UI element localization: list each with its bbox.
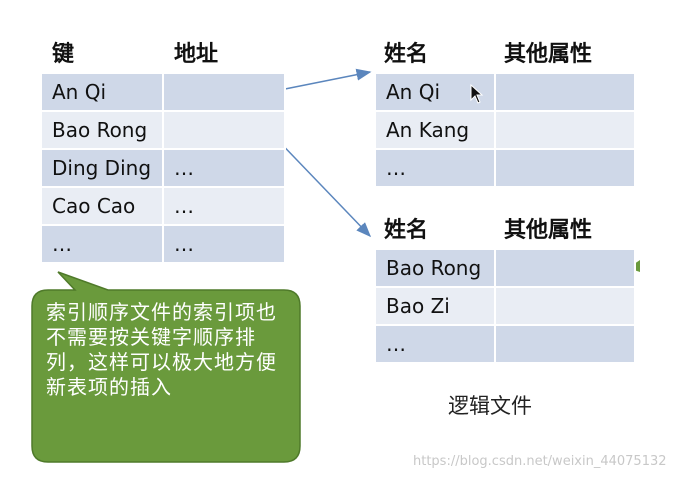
name-cell: Bao Rong xyxy=(374,248,496,288)
logical-table-1-header-name: 姓名 xyxy=(384,42,429,67)
table-row: An Kang xyxy=(374,110,636,150)
table-row: Bao Rong xyxy=(374,248,636,288)
callout-bubble xyxy=(31,271,301,463)
table-row: Bao Zi xyxy=(374,286,636,326)
attrs-cell xyxy=(494,148,636,188)
index-header-key: 键 xyxy=(52,42,75,67)
logical-table-2-header-name: 姓名 xyxy=(384,218,429,243)
table-row: Bao Rong xyxy=(40,110,286,150)
attrs-cell xyxy=(494,286,636,326)
pointer-arrow-anqi xyxy=(269,68,372,93)
attrs-cell xyxy=(494,110,636,150)
pointer-arrow-baorong xyxy=(269,131,372,238)
table-row: An Qi xyxy=(40,72,286,112)
callout-text: 索引顺序文件的索引项也不需要按关键字顺序排列，这样可以极大地方便新表项的插入 xyxy=(46,300,277,399)
table-row: … xyxy=(374,324,636,364)
logical-file-caption: 逻辑文件 xyxy=(448,394,532,418)
index-key-cell: Cao Cao xyxy=(40,186,164,226)
watermark: https://blog.csdn.net/weixin_44075132 xyxy=(413,454,667,469)
index-address-cell xyxy=(162,110,286,150)
index-key-cell: An Qi xyxy=(40,72,164,112)
index-table: An Qi Bao Rong Ding Ding … Cao Cao … … … xyxy=(40,72,286,264)
index-key-cell: Ding Ding xyxy=(40,148,164,188)
table-row: … xyxy=(374,148,636,188)
table-row: … … xyxy=(40,224,286,264)
logical-table-2: Bao Rong Bao Zi … xyxy=(374,248,636,364)
name-cell: Bao Zi xyxy=(374,286,496,326)
table-row: An Qi xyxy=(374,72,636,112)
index-address-cell: … xyxy=(162,148,286,188)
index-address-cell: … xyxy=(162,186,286,226)
table-row: Ding Ding … xyxy=(40,148,286,188)
mouse-cursor-icon xyxy=(470,84,484,104)
attrs-cell xyxy=(494,248,636,288)
name-cell: … xyxy=(374,324,496,364)
attrs-cell xyxy=(494,72,636,112)
table-row: Cao Cao … xyxy=(40,186,286,226)
name-cell: An Kang xyxy=(374,110,496,150)
logical-table-2-header-attrs: 其他属性 xyxy=(504,218,593,243)
index-key-cell: … xyxy=(40,224,164,264)
attrs-cell xyxy=(494,324,636,364)
index-header-address: 地址 xyxy=(174,42,219,67)
logical-table-1-header-attrs: 其他属性 xyxy=(504,42,593,67)
name-cell: … xyxy=(374,148,496,188)
index-key-cell: Bao Rong xyxy=(40,110,164,150)
index-address-cell: … xyxy=(162,224,286,264)
index-address-cell xyxy=(162,72,286,112)
logical-table-1: An Qi An Kang … xyxy=(374,72,636,188)
